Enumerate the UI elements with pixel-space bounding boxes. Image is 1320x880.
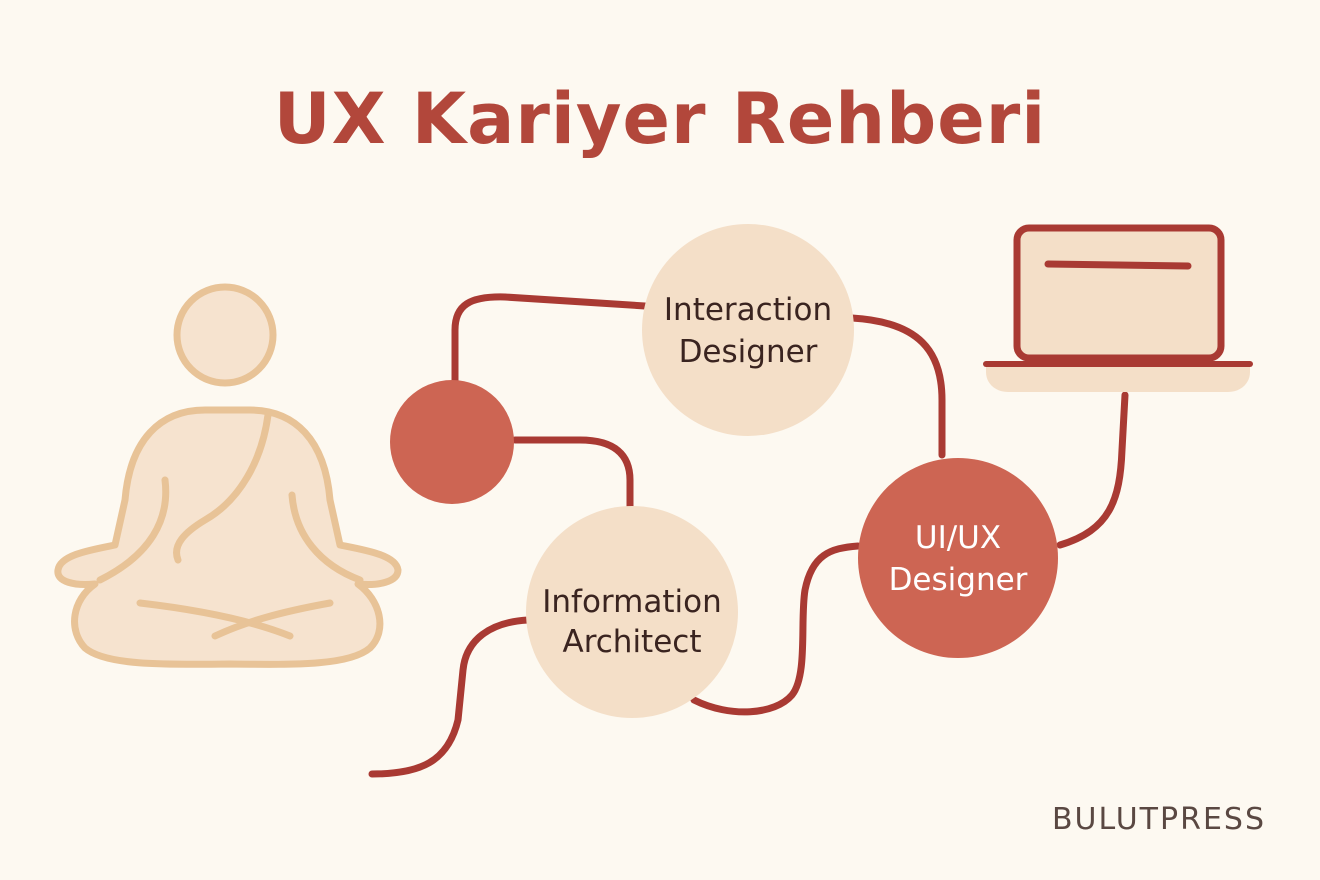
node-uiux-designer-line2: Designer [889, 562, 1028, 598]
node-interaction-designer-line1: Interaction [664, 292, 832, 328]
node-information-architect-line2: Architect [562, 624, 701, 660]
node-uiux-designer-line1: UI/UX [915, 520, 1001, 556]
connector-start-to-info [368, 616, 532, 778]
node-uiux-designer-circle [858, 458, 1058, 658]
laptop-icon [983, 224, 1253, 392]
person-robe-line [173, 411, 272, 564]
node-information-architect-line1: Information [542, 584, 721, 620]
person-leg-line-b [211, 599, 334, 640]
laptop-screen [1013, 224, 1225, 362]
page-title: UX Kariyer Rehberi [273, 78, 1047, 160]
node-information-architect: Information Architect [526, 506, 738, 718]
connector-start-hub-up [451, 293, 649, 389]
laptop-screen-line [1044, 260, 1192, 270]
node-interaction-designer: Interaction Designer [642, 224, 854, 436]
person-left-arm [96, 476, 170, 584]
laptop-base [986, 364, 1250, 392]
meditating-person-icon [54, 283, 402, 668]
career-start-node [390, 380, 514, 504]
person-head [173, 283, 277, 387]
node-interaction-designer-circle [642, 224, 854, 436]
node-information-architect-circle [526, 506, 738, 718]
connector-info-to-uiux [690, 542, 862, 716]
node-uiux-designer: UI/UX Designer [858, 458, 1058, 658]
person-body [54, 406, 402, 668]
person-leg-line-a [136, 599, 294, 640]
career-path-connectors [368, 293, 1129, 778]
person-right-arm [288, 491, 364, 584]
connector-uiux-to-laptop [1056, 391, 1129, 549]
connector-interaction-to-uiux [848, 314, 946, 459]
brand-logo-text: BULUTPRESS [1051, 802, 1266, 837]
node-interaction-designer-line2: Designer [679, 334, 818, 370]
connector-hub-to-info [511, 436, 634, 516]
